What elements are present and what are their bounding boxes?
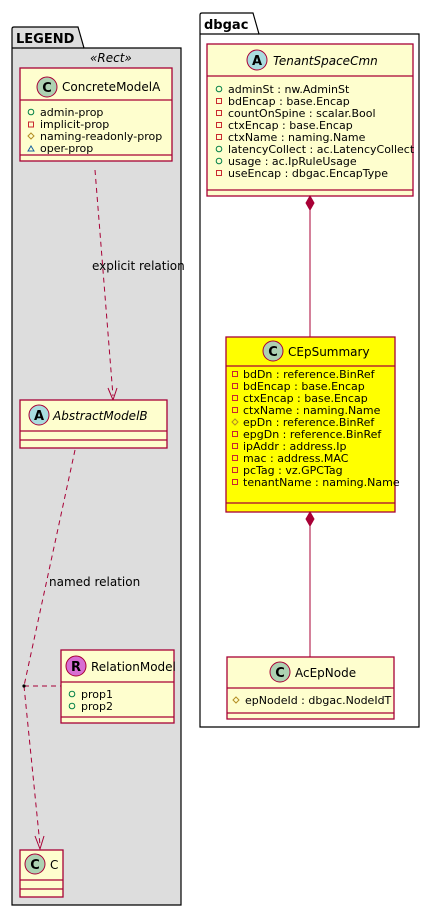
visibility-private-icon <box>216 170 222 176</box>
attr-ctxencap: ctxEncap : base.Encap <box>243 392 368 405</box>
attr-tenantname: tenantName : naming.Name <box>243 476 400 489</box>
attr-implicit-prop: implicit-prop <box>40 118 109 131</box>
visibility-protected-icon <box>232 696 240 704</box>
visibility-private-icon <box>232 479 238 485</box>
visibility-public-icon <box>68 702 76 710</box>
class-name-acepnode: AcEpNode <box>295 666 356 680</box>
attr-bdencap: bdEncap : base.Encap <box>228 95 350 108</box>
named-relation-edge: named relation <box>22 449 140 851</box>
visibility-private-icon <box>232 383 238 389</box>
class-name-relationmodel: RelationModel <box>91 660 176 674</box>
attr-usage: usage : ac.IpRuleUsage <box>228 155 357 168</box>
class-badge-c-icon: C <box>30 858 40 873</box>
visibility-private-icon <box>28 121 34 128</box>
visibility-private-icon <box>216 122 222 128</box>
class-badge-c-icon: C <box>275 666 285 681</box>
class-acepnode[interactable]: C AcEpNode epNodeId : dbgac.NodeIdT <box>226 656 395 720</box>
class-badge-c-icon: C <box>268 345 278 360</box>
class-name-tenantspacecmn: TenantSpaceCmn <box>273 54 378 68</box>
attr-bddn: bdDn : reference.BinRef <box>243 368 376 381</box>
composition-edge-tenantspace-cepsummary <box>305 194 315 337</box>
attr-ctxname: ctxName : naming.Name <box>243 404 381 417</box>
visibility-public-icon <box>215 157 223 165</box>
dbgac-package-title: dbgac <box>204 18 248 33</box>
attr-prop1: prop1 <box>81 688 113 701</box>
class-badge-a-icon: A <box>252 54 262 69</box>
visibility-protected-icon <box>27 132 35 140</box>
attr-countonspine: countOnSpine : scalar.Bool <box>228 107 376 120</box>
class-name-c: C <box>50 858 58 872</box>
attr-epnodeid: epNodeId : dbgac.NodeIdT <box>245 694 392 707</box>
attr-epgdn: epgDn : reference.BinRef <box>243 428 382 441</box>
visibility-private-icon <box>216 134 222 140</box>
class-name-cepsummary: CEpSummary <box>288 345 370 359</box>
visibility-protected-icon <box>231 418 239 426</box>
named-relation-label: named relation <box>49 575 140 589</box>
class-tenantspacecmn[interactable]: A TenantSpaceCmn adminSt : nw.AdminSt bd… <box>206 43 415 197</box>
visibility-public-icon <box>215 85 223 93</box>
attr-ctxname: ctxName : naming.Name <box>228 131 366 144</box>
visibility-private-icon <box>232 443 238 449</box>
visibility-public-icon <box>215 145 223 153</box>
class-name-concretemodela: ConcreteModelA <box>62 80 161 94</box>
class-abstractmodelb[interactable]: A AbstractModelB <box>19 399 168 449</box>
visibility-private-icon <box>232 467 238 473</box>
class-c[interactable]: C C <box>19 849 64 898</box>
class-badge-r-icon: R <box>71 660 81 675</box>
visibility-private-icon <box>232 431 238 437</box>
class-badge-a-icon: A <box>34 409 44 424</box>
visibility-private-icon <box>232 407 238 413</box>
attr-oper-prop: oper-prop <box>40 142 93 155</box>
attr-epdn: epDn : reference.BinRef <box>243 416 375 429</box>
attr-pctag: pcTag : vz.GPCTag <box>243 464 343 477</box>
attr-admin-prop: admin-prop <box>40 106 103 119</box>
visibility-private-icon <box>232 455 238 461</box>
visibility-public-icon <box>68 690 76 698</box>
attr-ctxencap: ctxEncap : base.Encap <box>228 119 353 132</box>
attr-latencycollect: latencyCollect : ac.LatencyCollect <box>228 143 415 156</box>
explicit-relation-label: explicit relation <box>92 259 185 273</box>
legend-stereotype: «Rect» <box>90 51 132 65</box>
class-concretemodela[interactable]: C ConcreteModelA admin-prop implicit-pro… <box>19 67 173 162</box>
class-name-abstractmodelb: AbstractModelB <box>52 409 148 423</box>
attr-ipaddr: ipAddr : address.Ip <box>243 440 347 453</box>
visibility-package-icon <box>27 145 35 152</box>
composition-edge-cepsummary-acepnode <box>305 510 315 657</box>
visibility-private-icon <box>232 395 238 401</box>
attr-adminst: adminSt : nw.AdminSt <box>228 83 350 96</box>
class-cepsummary[interactable]: C CEpSummary bdDn : reference.BinRef bdE… <box>225 336 400 513</box>
class-badge-c-icon: C <box>42 81 52 96</box>
visibility-private-icon <box>232 371 238 377</box>
visibility-private-icon <box>216 110 222 116</box>
visibility-private-icon <box>216 98 222 104</box>
attr-prop2: prop2 <box>81 700 113 713</box>
attr-naming-readonly-prop: naming-readonly-prop <box>40 130 162 143</box>
attr-useencap: useEncap : dbgac.EncapType <box>228 167 388 180</box>
visibility-public-icon <box>27 108 35 116</box>
attr-mac: mac : address.MAC <box>243 452 349 465</box>
legend-package-title: LEGEND <box>16 32 75 47</box>
class-relationmodel[interactable]: R RelationModel prop1 prop2 <box>60 649 176 724</box>
attr-bdencap: bdEncap : base.Encap <box>243 380 365 393</box>
